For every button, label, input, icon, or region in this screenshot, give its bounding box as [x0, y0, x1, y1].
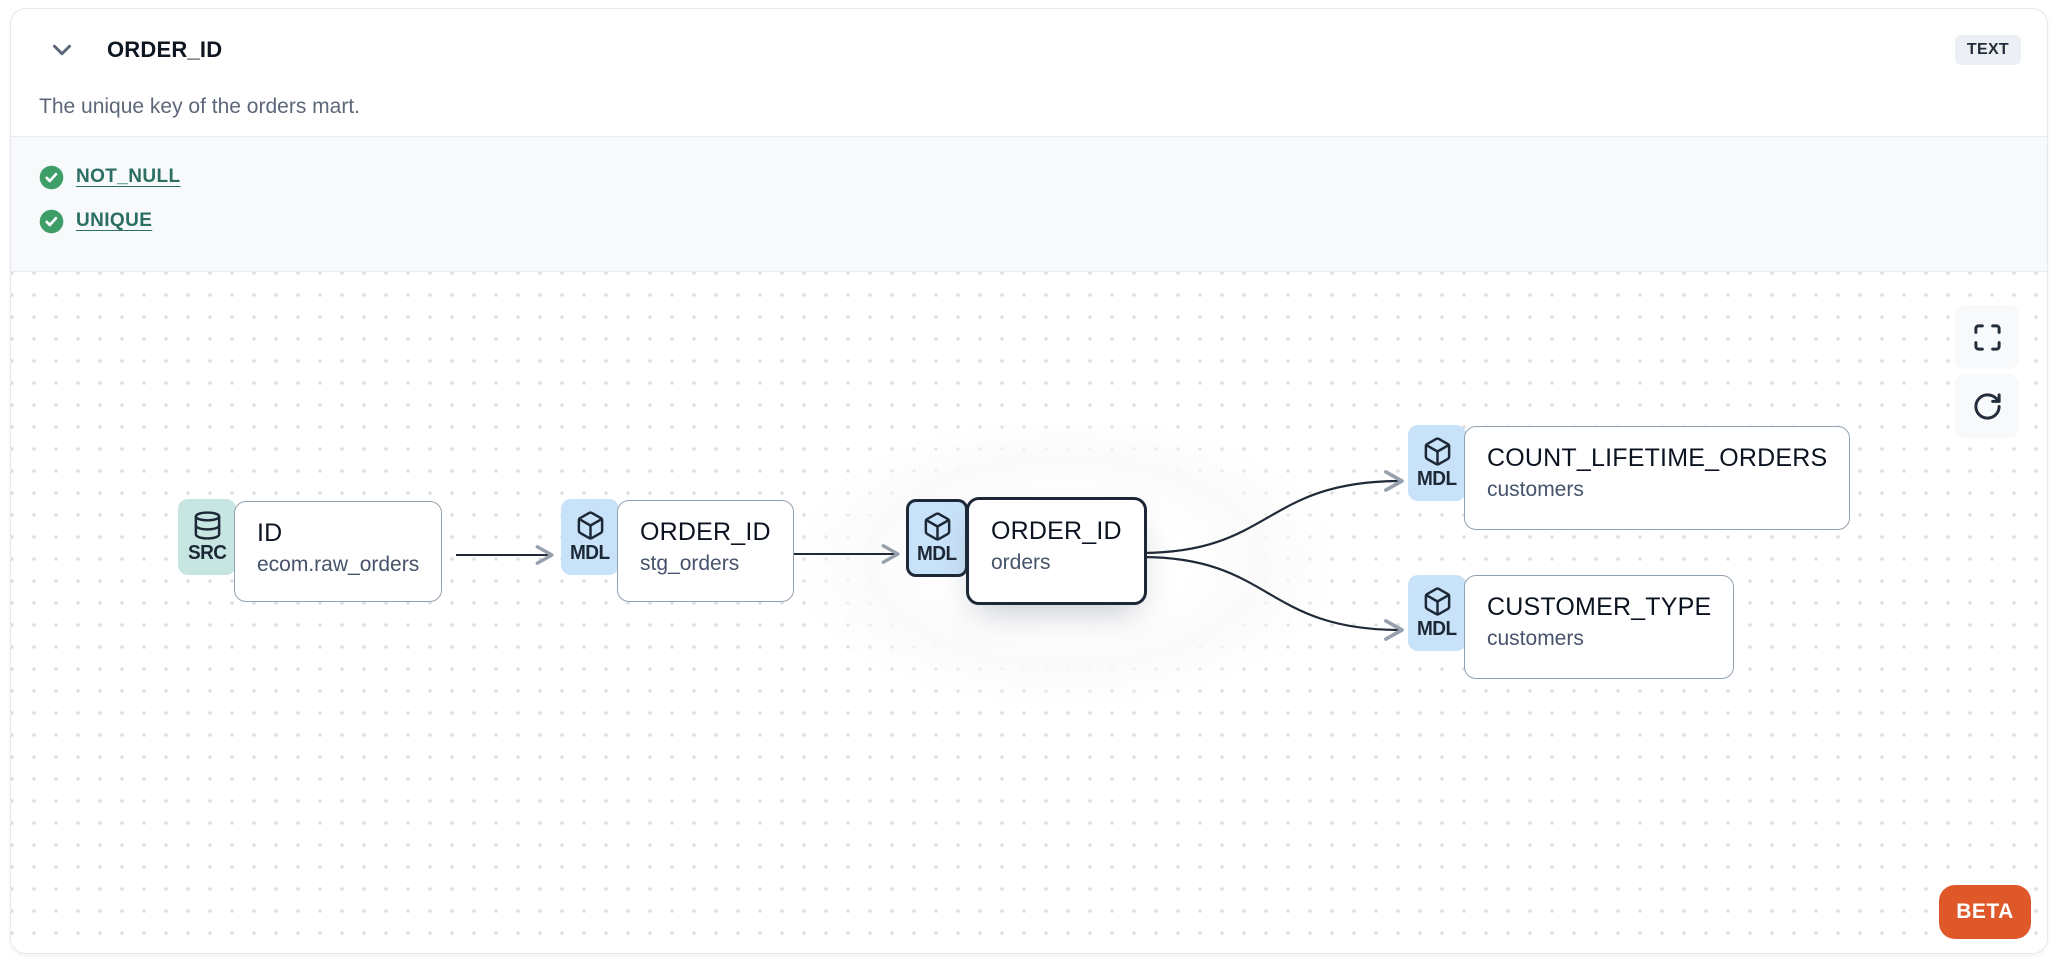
cube-icon: [1424, 436, 1450, 466]
node-title: CUSTOMER_TYPE: [1487, 593, 1712, 621]
edge-orders-to-customer-type: [1140, 555, 1404, 641]
node-subtitle: ecom.raw_orders: [257, 553, 420, 576]
lineage-canvas[interactable]: SRC ID ecom.raw_orders MDL ORDER_ID stg_…: [11, 271, 2047, 953]
test-row: NOT_NULL: [38, 155, 2047, 199]
node-type-badge-mdl: MDL: [1408, 575, 1466, 651]
beta-badge: BETA: [1939, 885, 2031, 939]
database-icon: [194, 510, 220, 540]
node-card: COUNT_LIFETIME_ORDERS customers: [1464, 426, 1851, 530]
column-details-panel: ORDER_ID TEXT The unique key of the orde…: [10, 8, 2048, 954]
test-link-unique[interactable]: UNIQUE: [76, 210, 153, 231]
node-type-badge-src: SRC: [178, 499, 236, 575]
panel-header: ORDER_ID TEXT: [11, 31, 2047, 69]
cube-icon: [924, 511, 950, 541]
node-card: CUSTOMER_TYPE customers: [1464, 575, 1735, 679]
lineage-edges: [456, 470, 1404, 641]
node-subtitle: stg_orders: [640, 552, 740, 575]
check-circle-icon: [38, 208, 65, 235]
node-subtitle: orders: [991, 551, 1051, 574]
fullscreen-button[interactable]: [1955, 305, 2019, 369]
node-type-badge-mdl: MDL: [561, 499, 619, 575]
test-link-not-null[interactable]: NOT_NULL: [76, 166, 181, 187]
tests-section: NOT_NULL UNIQUE: [11, 136, 2047, 271]
node-type-badge-mdl: MDL: [1408, 425, 1466, 501]
node-title: COUNT_LIFETIME_ORDERS: [1487, 444, 1828, 472]
node-card: ID ecom.raw_orders: [234, 501, 443, 602]
edge-orders-to-count: [1140, 470, 1404, 555]
node-card: ORDER_ID orders: [966, 497, 1147, 605]
node-card: ORDER_ID stg_orders: [617, 500, 794, 602]
node-title: ID: [257, 519, 283, 547]
node-subtitle: customers: [1487, 627, 1584, 650]
node-subtitle: customers: [1487, 478, 1584, 501]
fullscreen-icon: [1973, 323, 2001, 351]
column-description: The unique key of the orders mart.: [39, 95, 360, 118]
refresh-icon: [1973, 392, 2001, 420]
check-circle-icon: [38, 164, 65, 191]
node-type-badge-mdl: MDL: [906, 499, 968, 577]
refresh-button[interactable]: [1955, 374, 2019, 438]
type-badge: TEXT: [1954, 35, 2021, 65]
test-row: UNIQUE: [38, 199, 2047, 243]
cube-icon: [1424, 586, 1450, 616]
chevron-down-icon[interactable]: [47, 35, 77, 65]
node-title: ORDER_ID: [991, 517, 1122, 545]
page-title: ORDER_ID: [107, 37, 223, 62]
cube-icon: [577, 510, 603, 540]
node-title: ORDER_ID: [640, 518, 771, 546]
